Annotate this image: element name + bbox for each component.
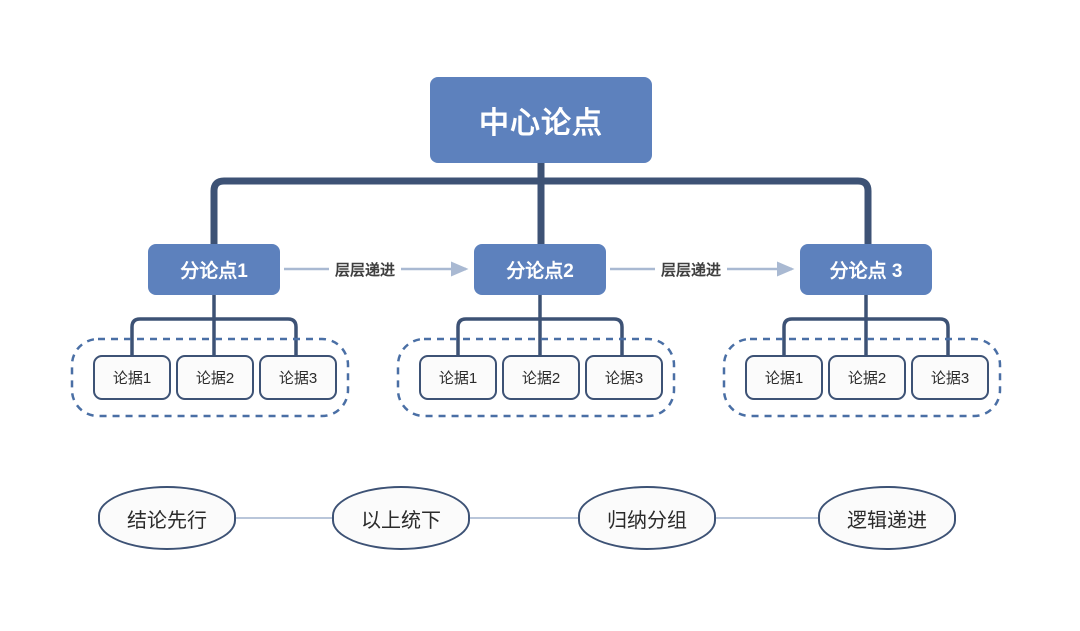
branch-node-2[interactable]: 分论点2 <box>474 244 606 295</box>
principle-shape-3-label: 归纳分组 <box>607 509 687 532</box>
principle-shape-3[interactable]: 归纳分组 <box>578 486 716 550</box>
branch-node-3[interactable]: 分论点 3 <box>800 244 932 295</box>
evidence-box-1-3-label: 论据3 <box>278 370 318 387</box>
evidence-box-1-2-label: 论据2 <box>195 370 235 387</box>
branch-node-2-label: 分论点2 <box>506 261 574 282</box>
principle-shape-1[interactable]: 结论先行 <box>98 486 236 550</box>
evidence-box-1-3[interactable]: 论据3 <box>259 355 337 400</box>
edge-label-1: 层层递进 <box>329 259 402 280</box>
evidence-group-3-outline <box>722 337 1002 418</box>
evidence-box-3-2[interactable]: 论据2 <box>828 355 906 400</box>
branch-2-subtree-connectors <box>456 295 624 355</box>
evidence-group-outlines <box>70 337 1002 418</box>
evidence-box-3-3-label: 论据3 <box>930 370 970 387</box>
branch-node-3-label: 分论点 3 <box>829 261 903 282</box>
branch-3-subtree-connectors <box>782 295 950 355</box>
evidence-box-3-3[interactable]: 论据3 <box>911 355 989 400</box>
central-argument-label: 中心论点 <box>479 107 603 140</box>
branch-node-1-label: 分论点1 <box>180 261 248 282</box>
principle-shape-4-label: 逻辑递进 <box>847 509 927 532</box>
evidence-box-2-1-label: 论据1 <box>438 370 478 387</box>
edge-label-2: 层层递进 <box>655 259 728 280</box>
evidence-box-2-2-label: 论据2 <box>521 370 561 387</box>
principle-shape-2-label: 以上统下 <box>361 509 441 532</box>
evidence-box-2-2[interactable]: 论据2 <box>502 355 580 400</box>
evidence-box-3-2-label: 论据2 <box>847 370 887 387</box>
evidence-group-1-outline <box>70 337 350 418</box>
principle-shape-4[interactable]: 逻辑递进 <box>818 486 956 550</box>
evidence-box-3-1-label: 论据1 <box>764 370 804 387</box>
evidence-box-2-1[interactable]: 论据1 <box>419 355 497 400</box>
branch-1-subtree-connectors <box>130 295 298 355</box>
branch-node-1[interactable]: 分论点1 <box>148 244 280 295</box>
principle-shape-1-label: 结论先行 <box>127 509 207 532</box>
evidence-box-3-1[interactable]: 论据1 <box>745 355 823 400</box>
evidence-group-2-outline <box>396 337 676 418</box>
evidence-box-1-2[interactable]: 论据2 <box>176 355 254 400</box>
evidence-box-1-1-label: 论据1 <box>112 370 152 387</box>
principle-shape-2[interactable]: 以上统下 <box>332 486 470 550</box>
evidence-box-2-3[interactable]: 论据3 <box>585 355 663 400</box>
evidence-box-2-3-label: 论据3 <box>604 370 644 387</box>
central-argument-node[interactable]: 中心论点 <box>430 77 652 163</box>
evidence-box-1-1[interactable]: 论据1 <box>93 355 171 400</box>
main-tree-connectors <box>210 163 872 244</box>
